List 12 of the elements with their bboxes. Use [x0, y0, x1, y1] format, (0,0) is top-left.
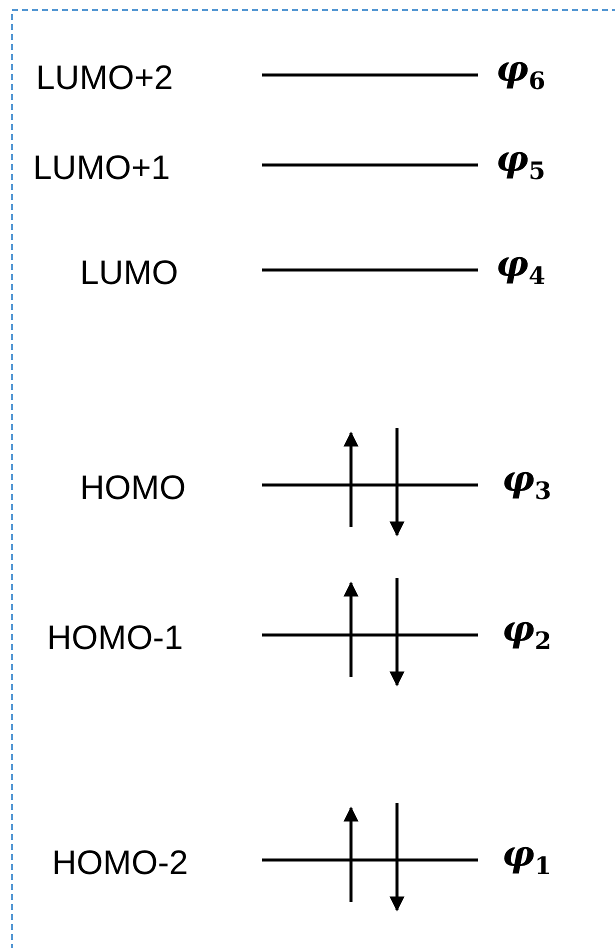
orbital-symbol: φ$_{3}$: [502, 461, 552, 504]
orbital-name: LUMO+2: [36, 61, 173, 95]
orbital-name: HOMO-1: [47, 621, 183, 655]
orbital-name: HOMO-2: [52, 846, 188, 880]
orbital-name: LUMO+1: [33, 151, 170, 185]
orbital-symbol: φ$_{4}$: [496, 246, 546, 288]
orbital-symbol: φ$_{5}$: [496, 141, 546, 184]
orbital-symbol: φ$_{2}$: [502, 611, 552, 654]
orbital-name: LUMO: [80, 256, 178, 290]
orbital-symbol: φ$_{1}$: [502, 836, 552, 878]
orbital-symbol: φ$_{6}$: [496, 51, 546, 94]
orbital-name: HOMO: [80, 471, 186, 505]
